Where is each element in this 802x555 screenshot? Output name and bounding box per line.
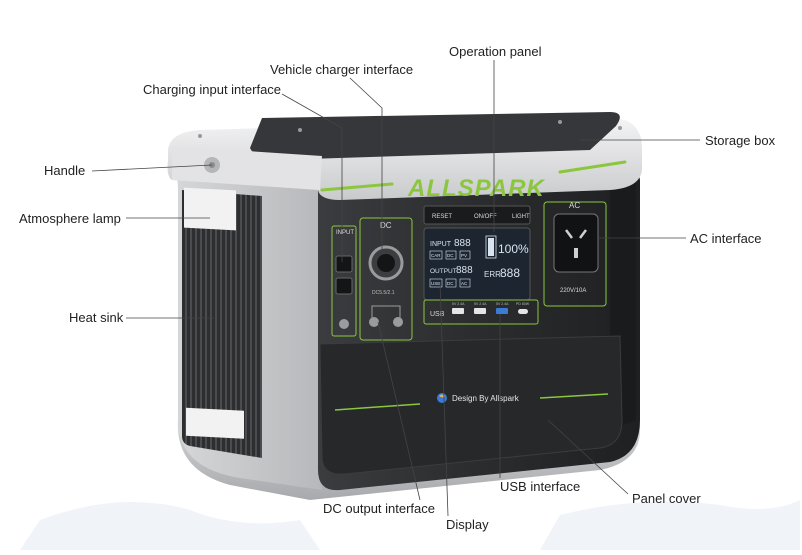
display-battery-percent: 100% — [498, 242, 529, 256]
callout-usb-interface: USB interface — [500, 479, 581, 494]
callout-vehicle-charger-interface: Vehicle charger interface — [270, 62, 414, 77]
dc-output-left-icon — [369, 317, 379, 327]
callout-display: Display — [446, 517, 489, 532]
callout-charging-input-interface: Charging input interface — [143, 82, 282, 97]
dc-section-label: DC — [380, 221, 392, 230]
usb-section-label: USB — [430, 311, 445, 318]
dc-port-caption: DC5.5/2.1 — [372, 290, 395, 296]
callout-storage-box: Storage box — [705, 133, 776, 148]
display-icon-pv: PV — [461, 253, 467, 258]
onoff-button-label: ON/OFF — [474, 214, 497, 220]
display-icon-car: CAR — [431, 253, 441, 258]
display-err-value: 888 — [500, 266, 520, 280]
top-green-stripes — [320, 160, 627, 192]
callout-atmosphere-lamp: Atmosphere lamp — [19, 211, 121, 226]
callout-panel-cover: Panel cover — [632, 491, 701, 506]
callout-ac-interface: AC interface — [690, 231, 762, 246]
leader-handle — [91, 164, 213, 172]
leader-charging-input — [281, 93, 343, 262]
dc-section: DC DC5.5/2.1 — [359, 217, 413, 341]
panel-cover: Design By Allspark — [319, 335, 623, 475]
leader-display — [439, 281, 449, 517]
input-port-bottom-icon — [335, 277, 353, 295]
display-icon-usb: USB — [431, 281, 440, 286]
input-section-label: INPUT — [336, 230, 354, 236]
usb-rating-1: 5V 2.4A — [452, 302, 465, 306]
callout-operation-panel: Operation panel — [449, 44, 542, 59]
leader-dc-output — [377, 321, 421, 501]
top-shell — [167, 112, 642, 200]
operation-buttons: RESET ON/OFF LIGHT — [423, 205, 531, 225]
background-map — [20, 500, 800, 550]
leader-vehicle-charger — [349, 77, 383, 250]
ac-section-label: AC — [569, 201, 580, 210]
usb-port-1-icon — [452, 308, 464, 314]
display-output-value: 888 — [456, 265, 473, 276]
usb-rating-2: 5V 2.4A — [474, 302, 487, 306]
display-icon-ac: AC — [461, 281, 468, 286]
usb-section: USB 5V 2.4A 5V 2.4A 5V 2.4A PD 60W — [423, 299, 539, 325]
usb-port-2-icon — [474, 308, 486, 314]
dc-output-right-icon — [393, 317, 403, 327]
display-input-label: INPUT — [430, 241, 452, 248]
callout-heat-sink: Heat sink — [69, 310, 124, 325]
brand-tagline: Design By Allspark — [452, 394, 520, 403]
display-input-value: 888 — [454, 238, 471, 249]
display-icon-dc-out: DC — [447, 281, 454, 286]
ac-section: AC 220V/10A — [543, 201, 607, 307]
lcd-display: INPUT 888 CAR DC PV OUTPUT 888 USB DC AC… — [423, 227, 531, 301]
callout-handle: Handle — [44, 163, 86, 178]
reset-button-label: RESET — [432, 214, 452, 220]
callout-dc-output-interface: DC output interface — [323, 501, 436, 516]
input-section: INPUT — [331, 225, 357, 337]
usb-c-port-icon — [518, 309, 528, 314]
brand-globe-icon — [437, 393, 447, 403]
input-port-top-icon — [335, 255, 353, 273]
battery-icon — [485, 235, 497, 259]
usb-port-3-icon — [496, 308, 508, 314]
brand-logo: ALLSPARK — [407, 175, 546, 202]
display-icon-dc-in: DC — [447, 253, 454, 258]
input-port-round-icon — [339, 319, 349, 329]
leader-panel-cover — [547, 419, 629, 495]
display-output-label: OUTPUT — [430, 268, 457, 275]
light-button-label: LIGHT — [512, 214, 530, 220]
ac-socket-icon — [553, 213, 599, 273]
heat-sink-fins — [182, 187, 262, 458]
usb-rating-4: PD 60W — [516, 302, 530, 306]
usb-rating-3: 5V 2.4A — [496, 302, 509, 306]
display-err-label: ERR — [484, 270, 501, 279]
ac-rating: 220V/10A — [560, 288, 586, 294]
leader-lines — [91, 60, 700, 517]
